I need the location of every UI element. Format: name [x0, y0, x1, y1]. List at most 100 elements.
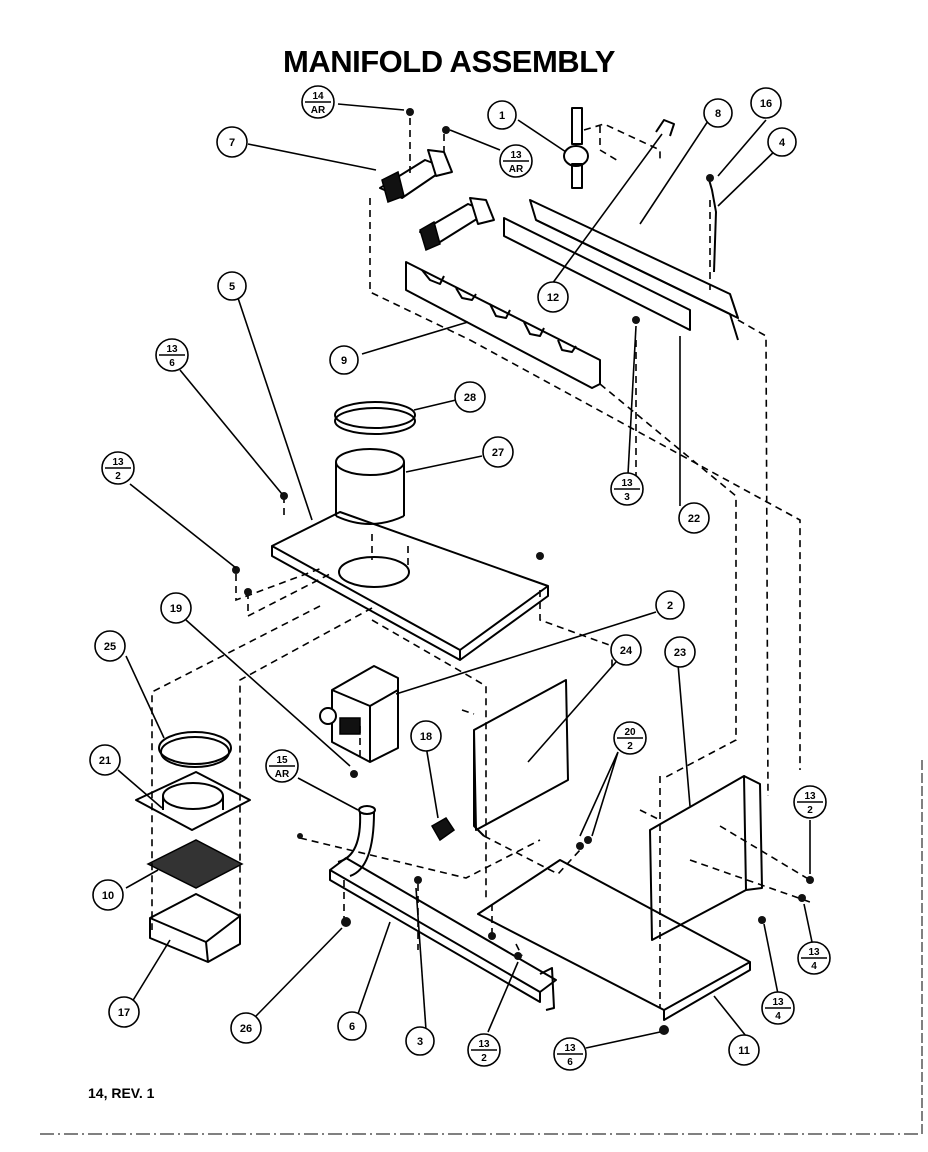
callout-1: 1: [487, 100, 517, 130]
svg-text:4: 4: [811, 961, 817, 972]
svg-text:2: 2: [115, 471, 121, 482]
callout-12: 12: [537, 281, 569, 313]
svg-text:13: 13: [112, 457, 124, 468]
svg-text:2: 2: [667, 600, 673, 612]
svg-text:11: 11: [738, 1045, 750, 1057]
svg-text:13: 13: [510, 150, 522, 161]
revision-label: 14, REV. 1: [88, 1085, 155, 1101]
callout-27: 27: [482, 436, 514, 468]
callout-6: 6: [337, 1011, 367, 1041]
callout-16: 16: [750, 87, 782, 119]
callout-4: 4: [767, 127, 797, 157]
svg-text:AR: AR: [275, 769, 290, 780]
callout-18: 18: [410, 720, 442, 752]
combustion-plate-part: [271, 511, 549, 661]
callout-7: 7: [216, 126, 248, 158]
svg-text:24: 24: [620, 645, 633, 657]
assembly-guide-lines: [151, 118, 811, 1008]
svg-text:1: 1: [499, 110, 505, 122]
fraction-callout-15-ar: 15 AR: [265, 749, 299, 783]
svg-text:13: 13: [621, 478, 633, 489]
svg-text:13: 13: [478, 1039, 490, 1050]
svg-text:2: 2: [807, 805, 813, 816]
valve-mount-plate-part: [473, 679, 569, 837]
burner-part: [379, 149, 495, 252]
svg-text:8: 8: [715, 108, 721, 120]
callout-23: 23: [664, 636, 696, 668]
svg-text:28: 28: [464, 392, 476, 404]
svg-text:7: 7: [229, 137, 235, 149]
svg-text:17: 17: [118, 1007, 130, 1019]
callout-25: 25: [94, 630, 126, 662]
burner-bracket-part: [405, 261, 601, 389]
fraction-callout-13-6-bottom: 13 6: [553, 1037, 587, 1071]
fraction-callout-14-ar: 14 AR: [301, 85, 335, 119]
svg-text:25: 25: [104, 641, 116, 653]
svg-text:20: 20: [624, 727, 636, 738]
svg-text:3: 3: [624, 492, 630, 503]
svg-text:13: 13: [166, 344, 178, 355]
svg-text:19: 19: [170, 603, 182, 615]
callout-17: 17: [108, 996, 140, 1028]
svg-text:AR: AR: [509, 164, 524, 175]
svg-text:16: 16: [760, 98, 772, 110]
svg-text:6: 6: [349, 1021, 355, 1033]
callout-28: 28: [454, 381, 486, 413]
side-panel-part: [649, 775, 763, 941]
svg-text:3: 3: [417, 1036, 423, 1048]
svg-text:AR: AR: [311, 105, 326, 116]
fraction-callout-13-2-bottom: 13 2: [467, 1033, 501, 1067]
svg-text:2: 2: [627, 741, 633, 752]
svg-text:13: 13: [564, 1043, 576, 1054]
base-pan-part: [477, 859, 751, 1021]
svg-text:13: 13: [808, 947, 820, 958]
svg-text:18: 18: [420, 731, 432, 743]
callout-19: 19: [160, 592, 192, 624]
fraction-callout-13-2-right: 13 2: [793, 785, 827, 819]
svg-text:4: 4: [779, 137, 786, 149]
callout-9: 9: [329, 345, 359, 375]
fraction-callout-13-4-lower: 13 4: [761, 991, 795, 1025]
svg-text:14: 14: [312, 91, 324, 102]
thermostat-part: [430, 817, 456, 842]
leader-lines: [117, 103, 813, 1049]
svg-text:12: 12: [547, 292, 559, 304]
svg-text:23: 23: [674, 647, 686, 659]
callout-3: 3: [405, 1026, 435, 1056]
manifold-bracket-part: [503, 199, 739, 341]
callout-22: 22: [678, 502, 710, 534]
fraction-callout-13-2-left: 13 2: [101, 451, 135, 485]
svg-text:22: 22: [688, 513, 700, 525]
svg-text:2: 2: [481, 1053, 487, 1064]
svg-text:5: 5: [229, 281, 235, 293]
svg-text:13: 13: [772, 997, 784, 1008]
svg-text:9: 9: [341, 355, 347, 367]
fraction-callout-20-2: 20 2: [613, 721, 647, 755]
callout-11: 11: [728, 1034, 760, 1066]
callout-21: 21: [89, 744, 121, 776]
callout-24: 24: [610, 634, 642, 666]
fraction-callout-13-4-right: 13 4: [797, 941, 831, 975]
diagram-title: MANIFOLD ASSEMBLY: [283, 44, 616, 79]
svg-text:15: 15: [276, 755, 288, 766]
svg-text:21: 21: [99, 755, 111, 767]
callout-8: 8: [703, 98, 733, 128]
svg-text:4: 4: [775, 1011, 781, 1022]
svg-text:27: 27: [492, 447, 504, 459]
fraction-callout-13-6-upper: 13 6: [155, 338, 189, 372]
svg-text:26: 26: [240, 1023, 252, 1035]
callout-26: 26: [230, 1012, 262, 1044]
callout-2: 2: [655, 590, 685, 620]
burner-box-part: [135, 731, 251, 963]
svg-text:13: 13: [804, 791, 816, 802]
callout-10: 10: [92, 879, 124, 911]
callout-5: 5: [217, 271, 247, 301]
manifold-pipe-part: [329, 805, 557, 1011]
svg-text:6: 6: [169, 358, 175, 369]
fraction-callout-13-3: 13 3: [610, 472, 644, 506]
svg-text:10: 10: [102, 890, 114, 902]
gas-valve-part: [319, 665, 399, 763]
valve-fitting-part: [563, 107, 717, 273]
svg-text:6: 6: [567, 1057, 573, 1068]
